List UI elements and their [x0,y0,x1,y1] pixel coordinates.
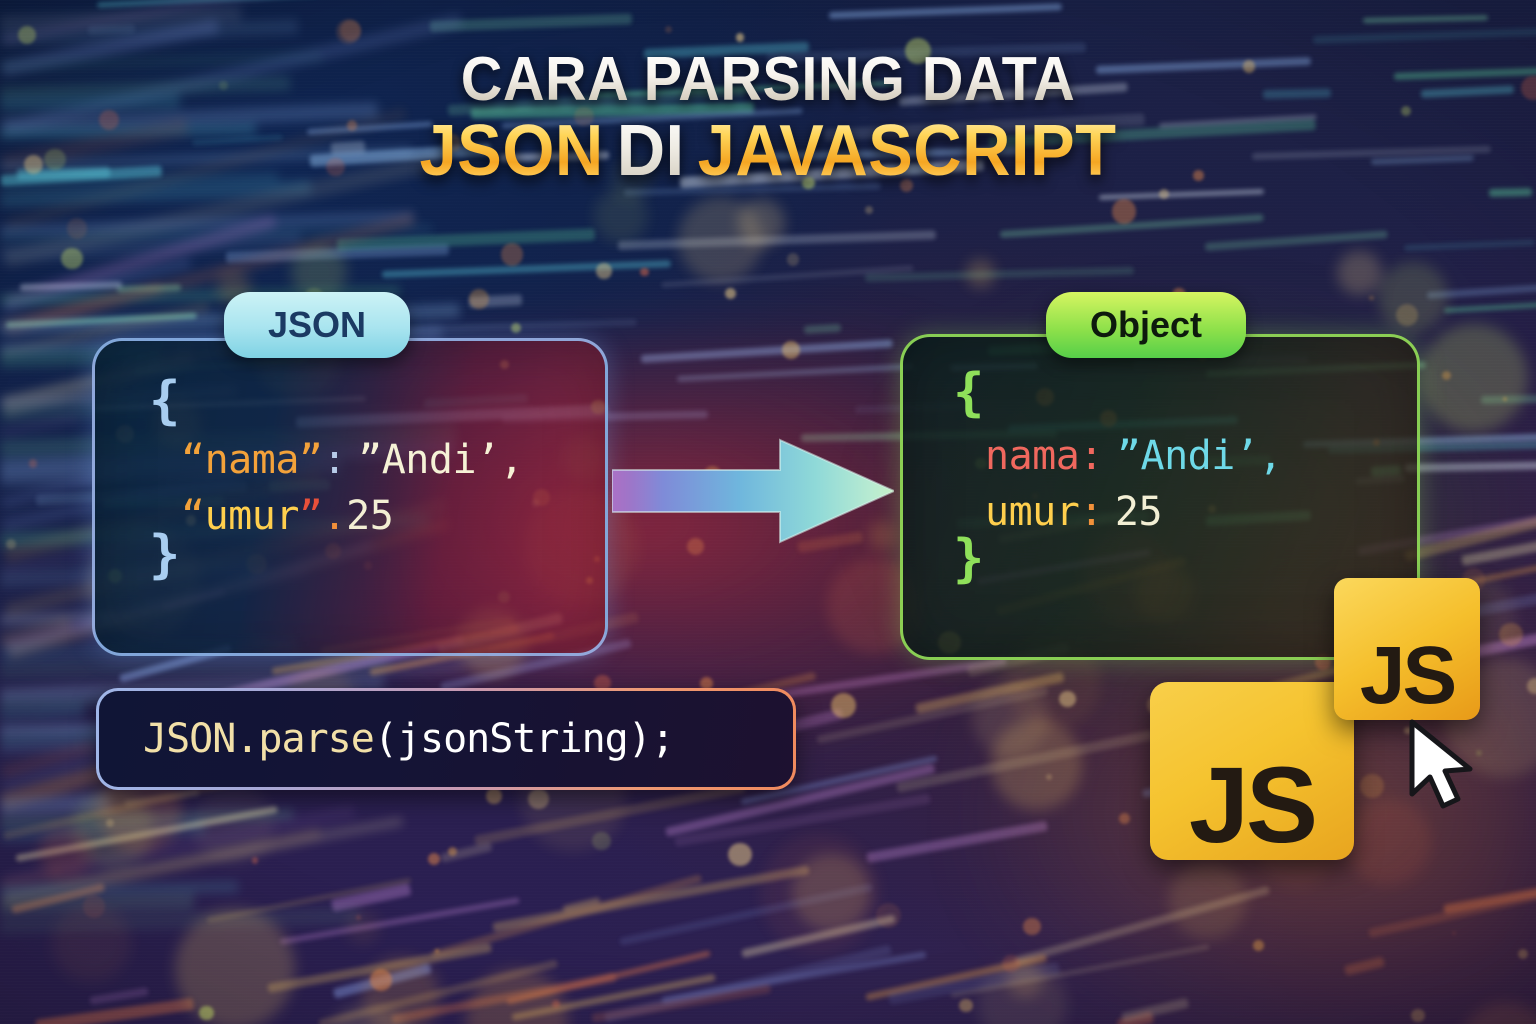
js-logo-back-label: JS [1188,743,1318,865]
object-key-nama: nama [985,433,1080,479]
object-value-25: 25 [1114,489,1163,535]
json-colon-1: : [322,437,347,483]
json-comma-1: , [499,437,524,483]
title-word-di: DI [616,111,685,192]
object-line-umur: umur:25 [985,489,1163,535]
object-colon-2: : [1079,489,1103,535]
js-logo-front: JS [1334,578,1480,720]
object-line-nama: nama: ”Andi’, [985,433,1283,479]
json-line-nama: “nama”:”Andi’, [181,437,524,483]
object-key-umur: umur [985,489,1080,535]
js-logo-back: JS [1150,682,1354,860]
json-value-quote-open: ” [358,437,382,483]
title-line-1: CARA PARSING DATA [54,48,1482,111]
json-card-content: { “nama”:”Andi’, “umur”.25 } [95,341,605,653]
json-key-umur: umur [204,493,300,539]
object-badge: Object [1046,292,1246,358]
title-word-javascript: JAVASCRIPT [697,111,1117,192]
code-snippet-bar: JSON.parse(jsonString); [96,688,796,790]
json-key2-quote-close: ” [298,493,323,539]
object-close-brace: } [953,529,985,589]
json-value-25: 25 [346,493,394,539]
json-key-quote-close: ” [298,437,323,483]
json-value-andi: Andi [381,437,477,483]
json-key-nama: nama [204,437,300,483]
object-open-brace: { [953,363,985,423]
json-close-brace: } [149,525,181,585]
code-token-json: JSON [143,716,236,762]
object-comma-1: , [1258,433,1283,479]
js-logo-front-label: JS [1359,629,1457,721]
json-separator-2: . [322,493,347,539]
object-card-content: { nama: ”Andi’, umur:25 } [903,337,1417,657]
right-arrow-icon [612,438,894,544]
object-value-quote-open: ” [1116,433,1141,479]
title-word-json: JSON [419,111,604,192]
json-key-quote-open: “ [181,437,205,483]
json-open-brace: { [149,371,181,431]
json-card: { “nama”:”Andi’, “umur”.25 } [92,338,608,656]
code-snippet-text: JSON.parse(jsonString); [99,691,793,787]
json-badge: JSON [224,292,410,358]
mouse-pointer-icon [1409,719,1473,809]
object-colon-1: : [1079,433,1103,479]
code-token-args: (jsonString); [373,716,675,762]
object-card: { nama: ”Andi’, umur:25 } [900,334,1420,660]
json-value-quote-close: ’ [476,437,500,483]
json-key2-quote-open: “ [181,493,205,539]
json-line-umur: “umur”.25 [181,493,394,539]
object-value-quote-close: ’ [1234,433,1259,479]
code-token-parse: .parse [235,716,374,762]
object-value-andi: Andi [1140,433,1236,479]
